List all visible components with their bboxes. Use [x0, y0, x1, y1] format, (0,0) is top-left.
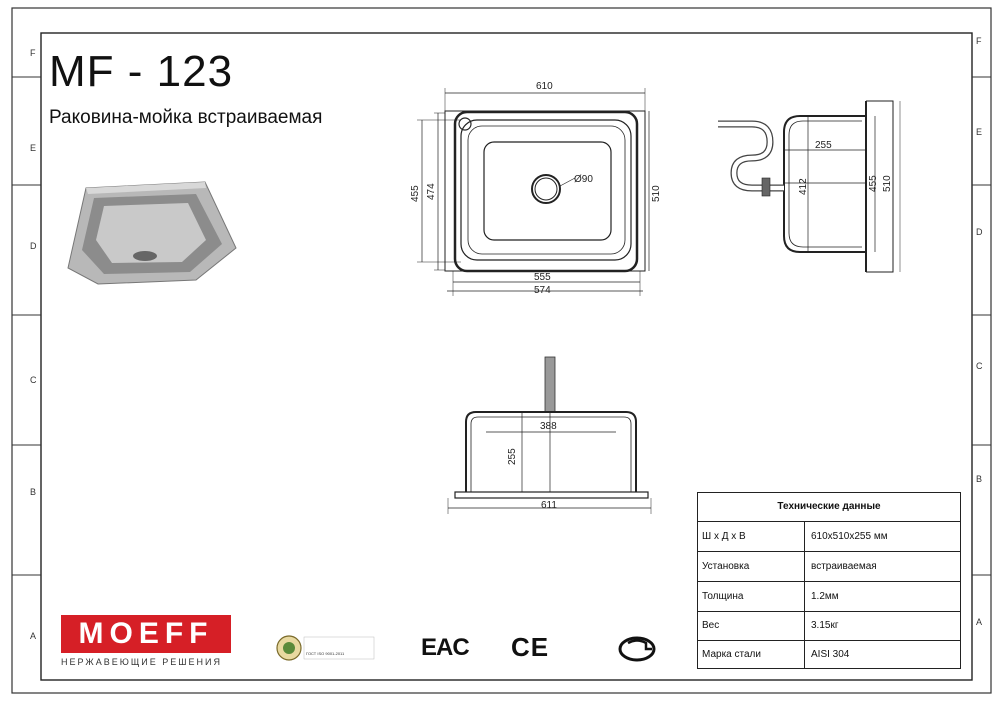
specs-key: Марка стали — [702, 649, 761, 660]
dim-front-bowl-depth: 255 — [507, 448, 518, 465]
specs-key: Толщина — [702, 591, 744, 602]
zone-right-b: B — [976, 474, 983, 484]
specs-value: 610x510x255 мм — [811, 531, 888, 542]
specs-separator — [804, 640, 805, 669]
dim-side-drain-height: 412 — [798, 178, 809, 195]
zone-right-a: A — [976, 617, 983, 627]
specs-row: Ш х Д х В 610x510x255 мм — [698, 522, 960, 552]
specs-value: встраиваемая — [811, 561, 877, 572]
specs-row: Марка стали AISI 304 — [698, 640, 960, 669]
zone-right-f: F — [976, 36, 982, 46]
zone-left-f: F — [30, 48, 36, 58]
eac-mark: EAC — [421, 634, 470, 661]
dim-drain: Ø90 — [574, 174, 593, 185]
outer-frame — [11, 7, 992, 694]
dim-side-bowl-depth: 255 — [815, 140, 832, 151]
specs-row: Толщина 1.2мм — [698, 582, 960, 612]
product-subtitle: Раковина-мойка встраиваемая — [49, 107, 323, 128]
zone-right-c: C — [976, 361, 983, 371]
model-title: MF - 123 — [49, 47, 234, 96]
zone-left-c: C — [30, 375, 37, 385]
specs-separator — [804, 522, 805, 551]
zone-left-b: B — [30, 487, 37, 497]
specs-value: 1.2мм — [811, 591, 839, 602]
dim-front-total-width: 611 — [541, 500, 557, 511]
moeff-logo: MOEFF — [61, 615, 231, 653]
front-view-drawing — [447, 356, 652, 514]
zone-left-a: A — [30, 631, 37, 641]
specs-table: Технические данные Ш х Д х В 610x510x255… — [697, 492, 961, 669]
side-view-drawing — [718, 100, 901, 273]
specs-row: Вес 3.15кг — [698, 611, 960, 641]
zone-left-d: D — [30, 241, 37, 251]
zone-right-d: D — [976, 227, 983, 237]
cert-text: ГОСТ ISO 9001-2011 — [306, 651, 345, 656]
specs-title: Технические данные — [698, 493, 960, 522]
top-view-drawing — [417, 88, 650, 296]
ce-mark: CE — [511, 632, 550, 662]
product-photo — [55, 164, 244, 306]
pct-mark — [618, 636, 656, 662]
specs-separator — [804, 611, 805, 640]
dim-depth-455: 455 — [410, 185, 421, 202]
specs-value: 3.15кг — [811, 620, 839, 631]
zone-left-e: E — [30, 143, 37, 153]
logo-tagline: НЕРЖАВЕЮЩИЕ РЕШЕНИЯ — [61, 657, 222, 667]
cert-badge — [276, 635, 375, 661]
specs-key: Ш х Д х В — [702, 531, 746, 542]
dim-side-455: 455 — [868, 175, 879, 192]
dim-depth-474: 474 — [426, 183, 437, 200]
dim-bowl-width: 555 — [534, 272, 551, 283]
dim-top-width: 610 — [536, 81, 553, 92]
specs-key: Установка — [702, 561, 750, 572]
dim-depth-510: 510 — [651, 185, 662, 202]
specs-key: Вес — [702, 620, 720, 631]
dim-side-510: 510 — [882, 175, 893, 192]
specs-separator — [804, 582, 805, 611]
specs-separator — [804, 552, 805, 581]
zone-ticks — [12, 76, 991, 576]
dim-front-bowl-width: 388 — [540, 421, 557, 432]
specs-value: AISI 304 — [811, 649, 850, 660]
specs-row: Установка встраиваемая — [698, 552, 960, 582]
zone-right-e: E — [976, 127, 983, 137]
inner-frame — [40, 32, 973, 681]
dim-bowl-outer-width: 574 — [534, 285, 551, 296]
